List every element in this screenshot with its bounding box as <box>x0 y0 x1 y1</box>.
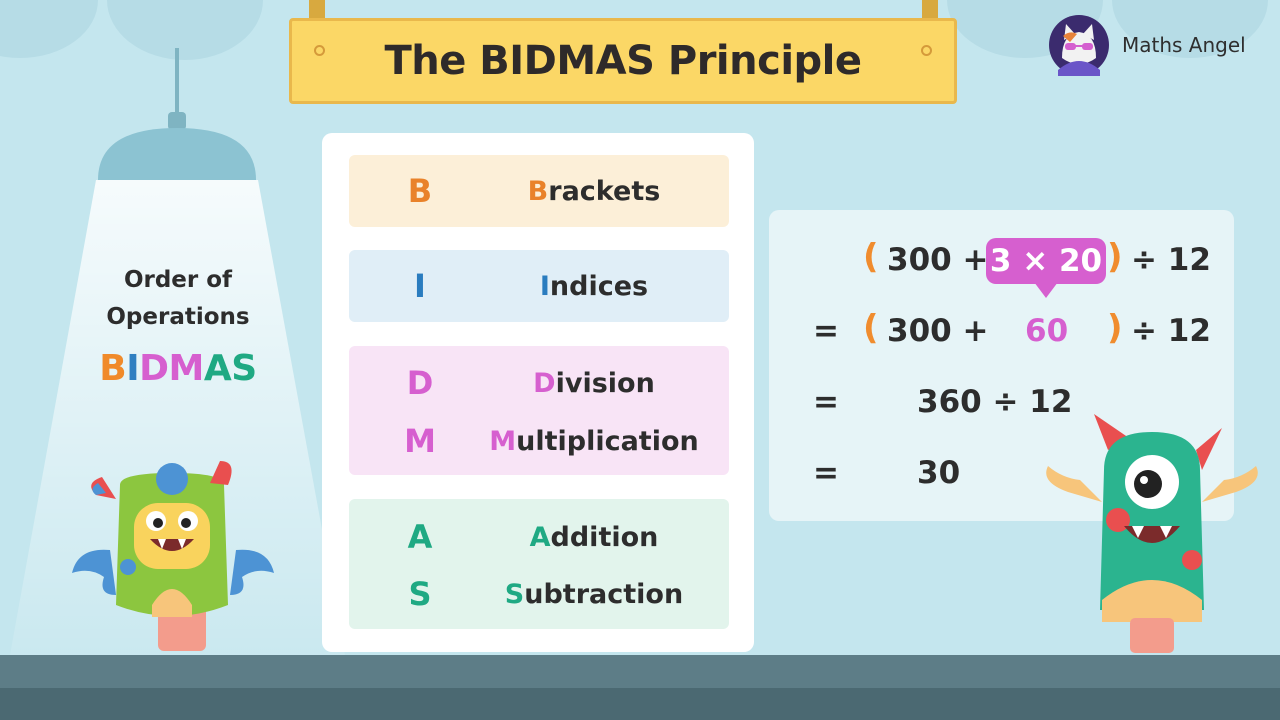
banner-nail-right <box>921 45 932 56</box>
row-addition-subtraction: A Addition S Subtraction <box>349 499 729 629</box>
operation-line: M Multiplication <box>349 419 729 463</box>
equals-sign: = <box>813 313 839 349</box>
operation-letter: M <box>404 422 436 460</box>
calc-line2-right: ÷ 12 <box>1131 313 1211 349</box>
calc-line4: 30 <box>917 455 961 491</box>
operation-line: S Subtraction <box>349 572 729 616</box>
banner-rope-right <box>922 0 938 18</box>
one-eyed-monster-icon <box>1046 414 1258 653</box>
banner-nail-left <box>314 45 325 56</box>
operation-line: A Addition <box>349 515 729 559</box>
cat-logo-icon <box>1049 15 1109 76</box>
green-monster-icon <box>72 461 274 651</box>
open-paren: ( <box>863 308 879 348</box>
operation-letter: D <box>406 364 434 402</box>
row-division-multiplication: D Division M Multiplication <box>349 346 729 475</box>
operation-letter: B <box>407 172 433 210</box>
operation-word: Multiplication <box>489 425 699 457</box>
highlight-expression: 3 × 20 <box>989 243 1103 279</box>
brand: Maths Angel <box>1048 14 1246 76</box>
acronym-letter: A <box>203 348 232 389</box>
operation-letter: S <box>408 575 432 613</box>
operation-word: Addition <box>529 521 659 553</box>
bidmas-acronym: BIDMAS <box>80 348 276 389</box>
acronym-letter: B <box>99 348 127 389</box>
acronym-letter: D <box>139 348 169 389</box>
floor-base <box>0 688 1280 720</box>
page-title: The BIDMAS Principle <box>384 38 862 84</box>
bidmas-card: B Brackets I Indices D Division M Multip… <box>322 133 754 652</box>
banner-rope-left <box>309 0 325 18</box>
operation-word: Subtraction <box>504 578 684 610</box>
highlight-pill: 3 × 20 <box>986 238 1106 284</box>
calc-line1-right: ÷ 12 <box>1131 242 1211 278</box>
acronym-letter: S <box>231 348 257 389</box>
operation-letter: A <box>407 518 433 556</box>
order-heading-line2: Operations <box>106 304 250 330</box>
operation-letter: I <box>414 267 426 305</box>
operation-line: D Division <box>349 361 729 405</box>
acronym-letter: M <box>168 348 205 389</box>
order-of-operations: Order of Operations BIDMAS <box>80 262 276 389</box>
calc-line3: 360 ÷ 12 <box>917 384 1073 420</box>
calc-line2-left: 300 + <box>887 313 989 349</box>
operation-line: I Indices <box>349 264 729 308</box>
title-banner: The BIDMAS Principle <box>289 18 957 104</box>
close-paren: ) <box>1107 237 1123 277</box>
calc-line2-value: 60 <box>1025 313 1069 349</box>
calc-line1-left: 300 + <box>887 242 989 278</box>
operation-line: B Brackets <box>349 169 729 213</box>
floor-ledge <box>0 655 1280 688</box>
operation-word: Brackets <box>527 175 661 207</box>
row-brackets: B Brackets <box>349 155 729 227</box>
open-paren: ( <box>863 237 879 277</box>
lamp-icon <box>10 48 345 655</box>
operation-word: Indices <box>539 270 649 302</box>
equals-sign: = <box>813 384 839 420</box>
close-paren: ) <box>1107 308 1123 348</box>
operation-word: Division <box>533 367 655 399</box>
acronym-letter: I <box>126 348 140 389</box>
equals-sign: = <box>813 455 839 491</box>
order-heading-line1: Order of <box>123 267 233 293</box>
brand-name: Maths Angel <box>1122 33 1246 57</box>
highlight-pill-tail <box>1034 282 1058 298</box>
row-indices: I Indices <box>349 250 729 322</box>
